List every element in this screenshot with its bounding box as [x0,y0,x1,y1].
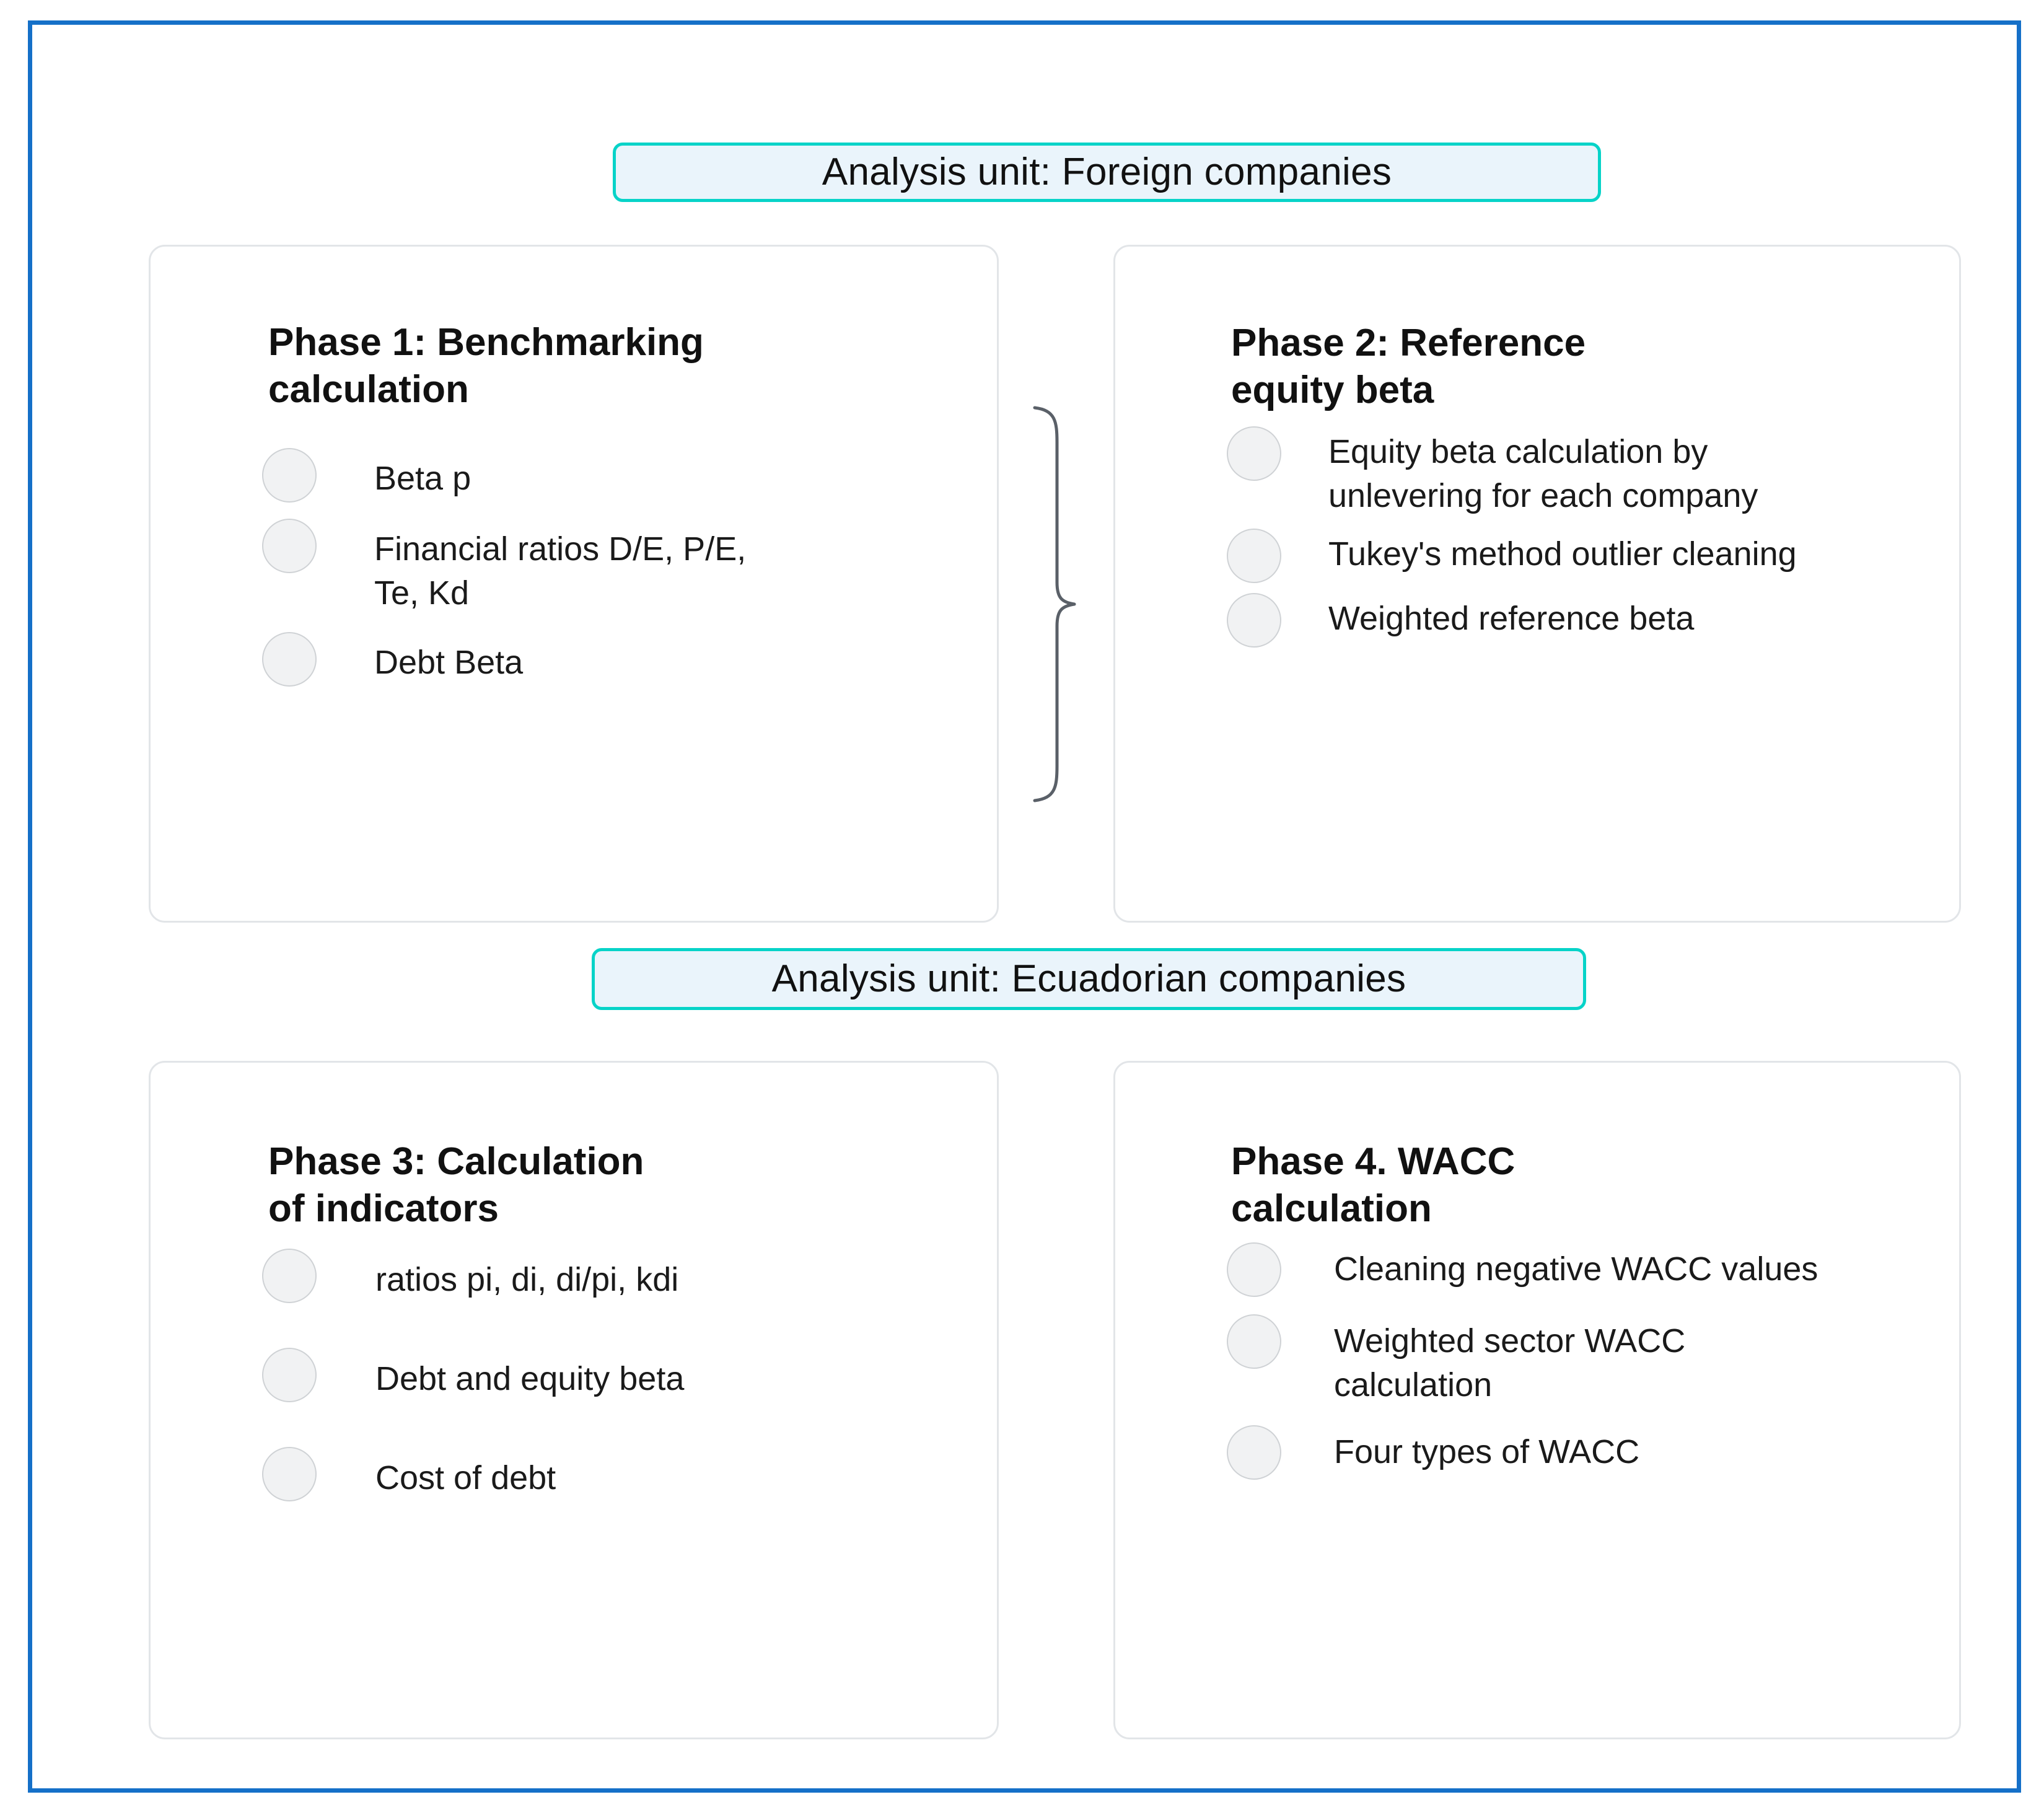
curly-brace-connector-icon [1021,403,1089,806]
list-item-label: Tukey's method outlier cleaning [1328,535,1797,573]
phase-3-card: Phase 3: Calculation of indicators ratio… [149,1061,999,1739]
phase-4-card: Phase 4. WACC calculation Cleaning negat… [1113,1061,1961,1739]
phase-3-content: Phase 3: Calculation of indicators ratio… [151,1063,997,1738]
phase-4-bullet-list: Cleaning negative WACC values Weighted s… [1227,1242,1939,1497]
bullet-circle-icon [262,1447,317,1501]
phase-3-bullet-list: ratios pi, di, di/pi, kdi Debt and equit… [262,1249,975,1546]
phase-1-title: Phase 1: Benchmarking calculation [268,321,704,411]
phase-1-content: Phase 1: Benchmarking calculation Beta p… [151,247,997,921]
bullet-circle-icon [1227,1242,1281,1297]
list-item: Weighted sector WACC calculation [1227,1314,1939,1408]
list-item-label: Beta p [374,460,472,497]
phase-2-card: Phase 2: Reference equity beta Equity be… [1113,245,1961,923]
phase-2-content: Phase 2: Reference equity beta Equity be… [1115,247,1959,921]
list-item: Cleaning negative WACC values [1227,1242,1939,1297]
list-item: Beta p [262,448,975,503]
bullet-circle-icon [1227,592,1281,648]
list-item-label: Equity beta calculation by unlevering fo… [1328,433,1758,515]
bullet-circle-icon [262,448,317,503]
phase-4-content: Phase 4. WACC calculation Cleaning negat… [1115,1063,1959,1738]
bullet-circle-icon [1227,528,1281,583]
list-item-label: ratios pi, di, di/pi, kdi [375,1261,679,1298]
banner-label-ecuadorian: Analysis unit: Ecuadorian companies [771,957,1406,1000]
bullet-circle-icon [1227,426,1281,481]
list-item-label: Financial ratios D/E, P/E, Te, Kd [374,530,747,612]
phase-3-title: Phase 3: Calculation of indicators [268,1140,644,1230]
bullet-circle-icon [262,1249,317,1303]
list-item: ratios pi, di, di/pi, kdi [262,1249,975,1303]
bullet-circle-icon [262,1348,317,1402]
list-item-label: Cost of debt [375,1459,556,1496]
list-item: Weighted reference beta [1227,592,1939,648]
bullet-circle-icon [262,631,317,687]
list-item: Four types of WACC [1227,1425,1939,1480]
banner-analysis-unit-ecuadorian: Analysis unit: Ecuadorian companies [592,948,1586,1010]
list-item-label: Weighted sector WACC calculation [1334,1322,1686,1404]
banner-analysis-unit-foreign: Analysis unit: Foreign companies [613,143,1601,202]
list-item: Cost of debt [262,1447,975,1501]
bullet-circle-icon [1227,1425,1281,1480]
list-item-label: Debt Beta [374,643,524,681]
phase-4-title: Phase 4. WACC calculation [1231,1140,1515,1230]
phase-2-bullet-list: Equity beta calculation by unlevering fo… [1227,426,1939,657]
list-item-label: Four types of WACC [1334,1433,1640,1470]
phase-1-bullet-list: Beta p Financial ratios D/E, P/E, Te, Kd… [262,448,975,703]
list-item: Equity beta calculation by unlevering fo… [1227,426,1939,519]
list-item: Debt and equity beta [262,1348,975,1402]
phase-2-title: Phase 2: Reference equity beta [1231,322,1586,411]
list-item-label: Weighted reference beta [1328,599,1695,637]
phase-1-card: Phase 1: Benchmarking calculation Beta p… [149,245,999,923]
banner-label-foreign: Analysis unit: Foreign companies [822,151,1392,193]
list-item: Tukey's method outlier cleaning [1227,528,1939,583]
list-item-label: Debt and equity beta [375,1360,685,1397]
bullet-circle-icon [262,519,317,573]
list-item-label: Cleaning negative WACC values [1334,1250,1818,1288]
list-item: Debt Beta [262,631,975,687]
bullet-circle-icon [1227,1314,1281,1369]
list-item: Financial ratios D/E, P/E, Te, Kd [262,519,975,616]
diagram-frame: Analysis unit: Foreign companies Phase 1… [28,20,2021,1793]
